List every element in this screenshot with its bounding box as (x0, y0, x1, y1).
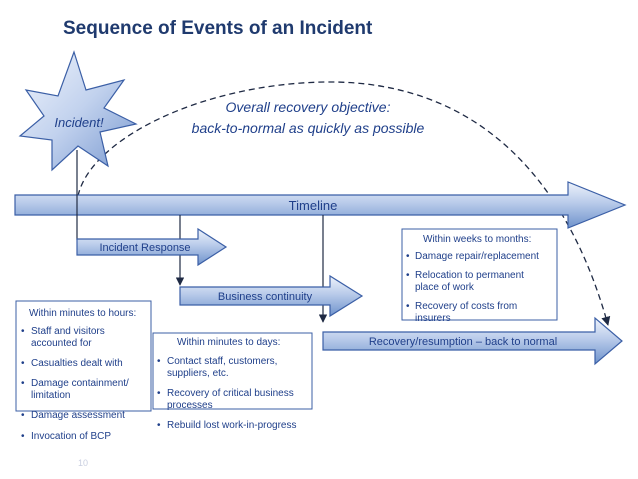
hours-box: Within minutes to hours: • Staff and vis… (15, 300, 152, 412)
svg-text:•: • (21, 410, 25, 421)
svg-text:•: • (406, 301, 410, 312)
list-item: • Damage containment/ limitation (21, 378, 129, 401)
hours-item-1-line-2: accounted for (31, 338, 92, 349)
business-continuity-arrow: Business continuity (179, 274, 364, 318)
page-number: 10 (78, 458, 88, 468)
days-item-3: Rebuild lost work-in-progress (167, 420, 297, 431)
svg-text:•: • (21, 326, 25, 337)
list-item: • Rebuild lost work-in-progress (157, 420, 297, 431)
hours-item-4: Damage assessment (31, 410, 125, 421)
list-item: • Recovery of critical business processe… (157, 388, 294, 411)
weeks-item-3-line-1: Recovery of costs from (415, 301, 517, 312)
incident-burst: Incident! (18, 50, 138, 172)
svg-text:•: • (406, 251, 410, 262)
weeks-item-2-line-2: place of work (415, 282, 475, 293)
list-item: • Invocation of BCP (21, 431, 111, 442)
days-item-2-line-1: Recovery of critical business (167, 388, 294, 399)
list-item: • Damage repair/replacement (406, 251, 539, 262)
weeks-item-1: Damage repair/replacement (415, 251, 539, 262)
svg-text:•: • (157, 356, 161, 367)
list-item: • Staff and visitors accounted for (21, 326, 105, 349)
svg-text:•: • (157, 388, 161, 399)
incident-response-arrow: Incident Response (76, 227, 228, 267)
list-item: • Damage assessment (21, 410, 125, 421)
list-item: • Recovery of costs from insurers (406, 301, 517, 324)
recovery-arrow: Recovery/resumption – back to normal (322, 316, 623, 366)
objective-line-1: Overall recovery objective: (226, 99, 391, 115)
business-continuity-label: Business continuity (218, 291, 313, 303)
list-item: • Contact staff, customers, suppliers, e… (157, 356, 277, 379)
incident-label: Incident! (54, 115, 104, 130)
timeline-arrow: Timeline (14, 181, 627, 229)
hours-item-3-line-2: limitation (31, 390, 70, 401)
days-item-2-line-2: processes (167, 400, 213, 411)
timeline-label: Timeline (289, 198, 338, 213)
svg-text:•: • (406, 270, 410, 281)
objective-line-2: back-to-normal as quickly as possible (192, 120, 425, 136)
hours-item-1-line-1: Staff and visitors (31, 326, 105, 337)
svg-text:•: • (21, 431, 25, 442)
svg-text:•: • (157, 420, 161, 431)
list-item: • Casualties dealt with (21, 358, 123, 369)
list-item: • Relocation to permanent place of work (406, 270, 524, 293)
weeks-box: Within weeks to months: • Damage repair/… (401, 228, 558, 324)
hours-item-3-line-1: Damage containment/ (31, 378, 129, 389)
days-box: Within minutes to days: • Contact staff,… (152, 332, 313, 411)
weeks-item-3-line-2: insurers (415, 313, 451, 324)
days-item-1-line-2: suppliers, etc. (167, 368, 229, 379)
hours-item-2: Casualties dealt with (31, 358, 123, 369)
page-title: Sequence of Events of an Incident (63, 18, 373, 39)
days-item-1-line-1: Contact staff, customers, (167, 356, 277, 367)
weeks-item-2-line-1: Relocation to permanent (415, 270, 524, 281)
hours-box-heading: Within minutes to hours: (29, 308, 136, 319)
days-box-heading: Within minutes to days: (177, 337, 280, 348)
weeks-box-heading: Within weeks to months: (423, 234, 531, 245)
recovery-label: Recovery/resumption – back to normal (369, 336, 557, 348)
svg-text:•: • (21, 378, 25, 389)
incident-response-label: Incident Response (99, 242, 190, 254)
svg-text:•: • (21, 358, 25, 369)
hours-item-5: Invocation of BCP (31, 431, 111, 442)
